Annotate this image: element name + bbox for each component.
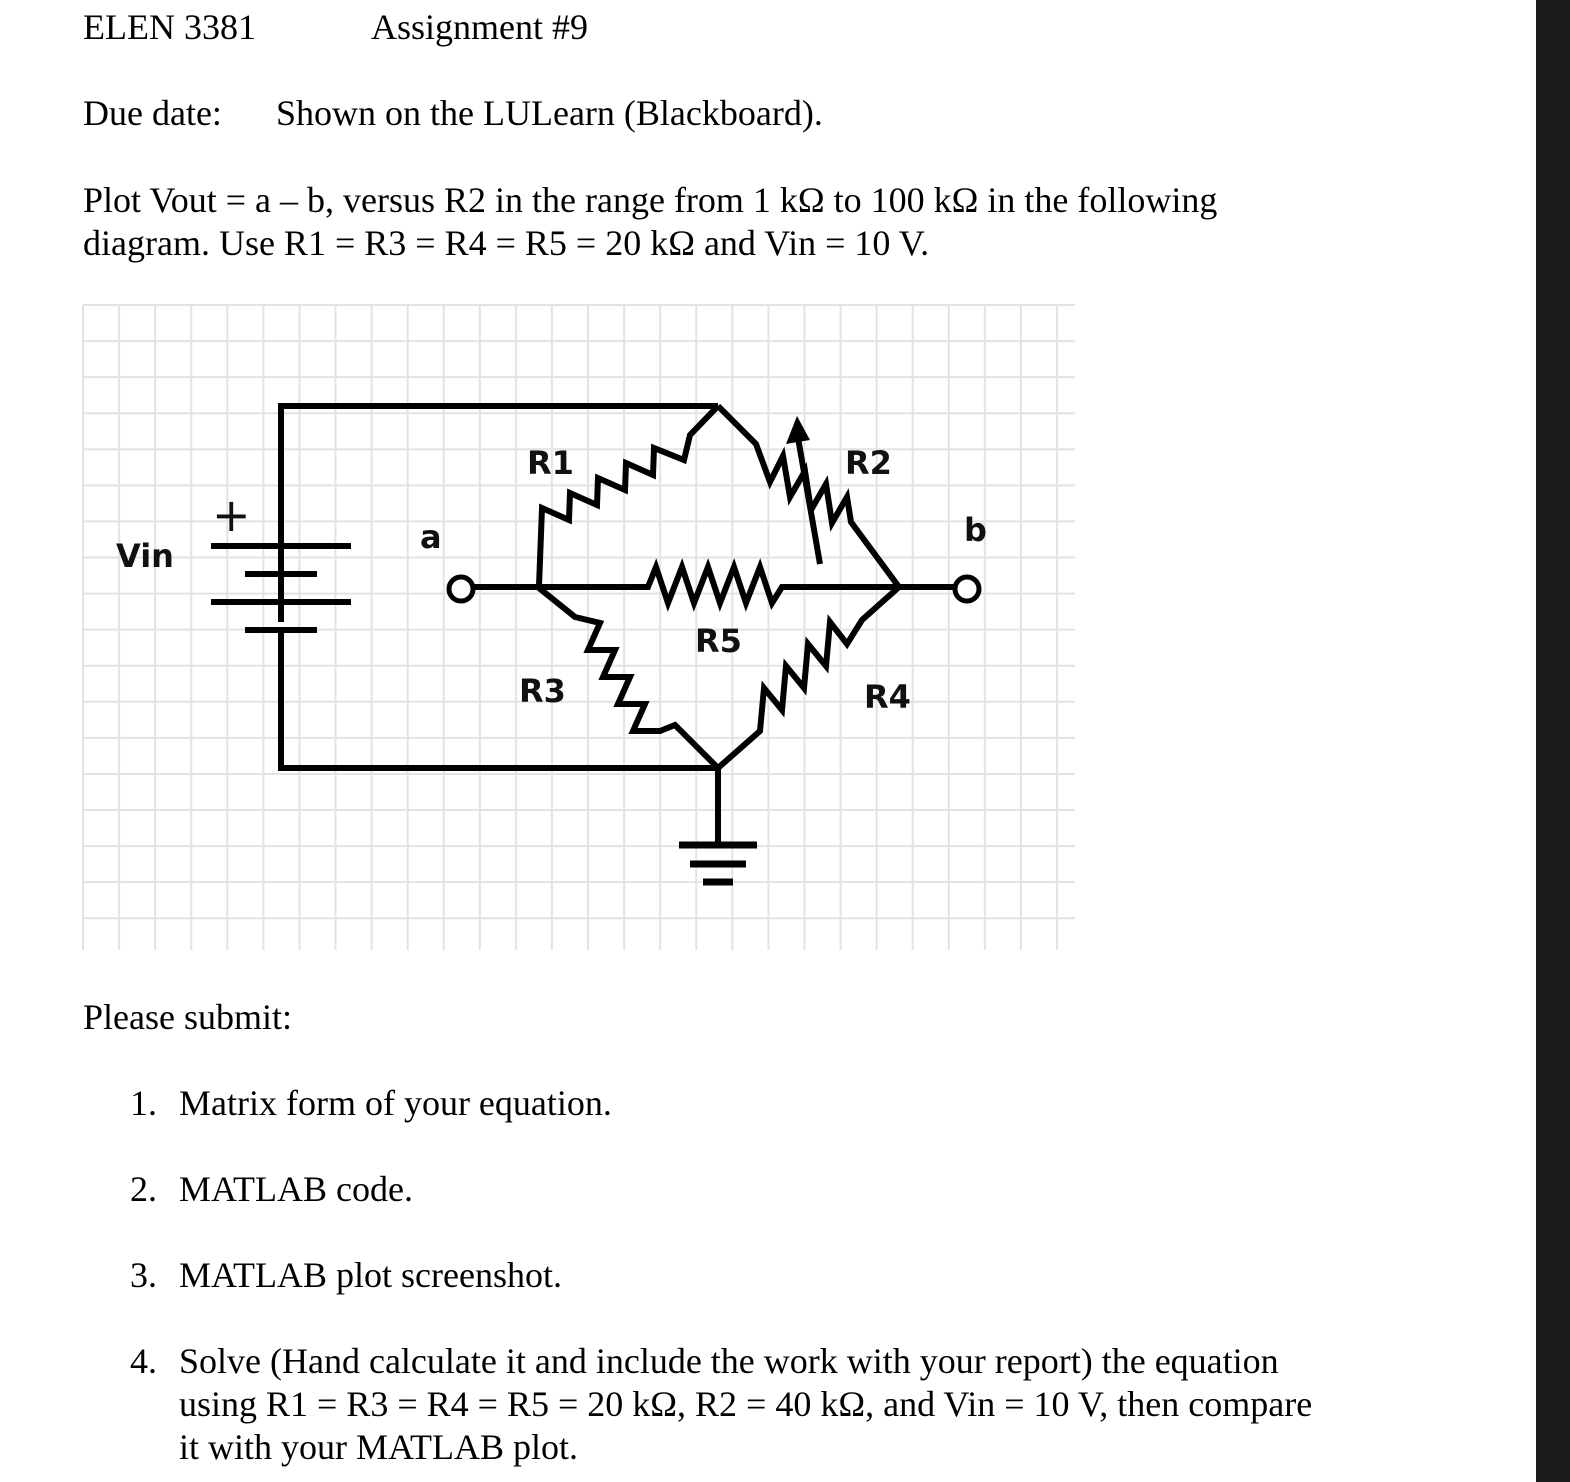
vin-label: Vin <box>116 537 174 575</box>
submit-item-number: 2. <box>130 1169 157 1209</box>
submit-item-text: MATLAB code. <box>179 1169 413 1209</box>
submit-item-text: MATLAB plot screenshot. <box>179 1255 562 1295</box>
assignment-title: Assignment #9 <box>371 7 589 47</box>
node-b-terminal <box>952 574 982 604</box>
submit-item-text: using R1 = R3 = R4 = R5 = 20 kΩ, R2 = 40… <box>179 1384 1313 1424</box>
node-a-label: a <box>420 518 442 556</box>
r3-label: R3 <box>519 672 566 710</box>
r3-resistor <box>537 585 721 771</box>
submit-item-number: 4. <box>130 1341 157 1381</box>
battery-symbol <box>211 543 351 633</box>
r2-label: R2 <box>845 444 892 482</box>
bottom-wire <box>278 632 718 771</box>
battery-plus-label: + <box>212 488 251 542</box>
top-wire <box>278 403 718 622</box>
problem-statement-line-2: diagram. Use R1 = R3 = R4 = R5 = 20 kΩ a… <box>83 223 930 263</box>
r5-resistor <box>539 558 899 612</box>
submit-heading: Please submit: <box>83 997 292 1037</box>
r1-label: R1 <box>527 444 574 482</box>
r5-label: R5 <box>695 622 742 660</box>
submit-item-number: 1. <box>130 1083 157 1123</box>
submit-item-number: 3. <box>130 1255 157 1295</box>
ground-icon <box>679 841 757 886</box>
circuit-wires <box>278 403 954 845</box>
course-code: ELEN 3381 <box>83 7 256 47</box>
node-a-terminal <box>446 574 476 604</box>
due-date-value: Shown on the LULearn (Blackboard). <box>276 93 823 133</box>
submit-item-text: it with your MATLAB plot. <box>179 1427 579 1467</box>
submit-item-text: Solve (Hand calculate it and include the… <box>179 1341 1279 1381</box>
problem-statement-line-1: Plot Vout = a – b, versus R2 in the rang… <box>83 180 1218 220</box>
vertical-scrollbar[interactable] <box>1536 0 1570 1482</box>
node-b-label: b <box>964 511 987 549</box>
r4-resistor <box>716 584 901 771</box>
r4-label: R4 <box>864 678 911 716</box>
r2-variable-arrow <box>786 416 823 565</box>
due-date-label: Due date: <box>83 93 222 133</box>
grid-background <box>82 304 1075 950</box>
submit-item-text: Matrix form of your equation. <box>179 1083 612 1123</box>
r1-resistor <box>536 403 721 587</box>
